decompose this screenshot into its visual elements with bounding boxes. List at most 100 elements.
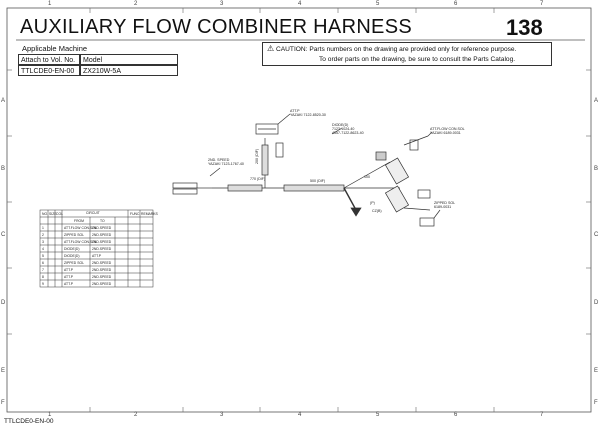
tape-section-1 [227,184,263,192]
connector-block-left-bottom [172,188,198,195]
grid-row-f-right: F [594,400,598,406]
grid-row-e: E [1,368,6,374]
grid-col-6-bottom: 6 [454,412,458,418]
svg-text:FROM: FROM [74,219,84,223]
svg-text:6: 6 [42,261,44,265]
svg-text:ATT.P: ATT.P [64,268,74,272]
callout-diode-part: 7123-1024-40 [332,127,354,131]
tape-section-2 [283,184,345,192]
connector-aux-mid [417,189,431,199]
dim-200: 200 (DIF) [255,149,259,164]
page-title: AUXILIARY FLOW COMBINER HARNESS [20,16,412,38]
grid-col-6: 6 [454,1,458,7]
callout-att-flow-part: YAZAKI 6189-0031 [430,131,461,135]
svg-text:ATT.FLOW CON.SOL: ATT.FLOW CON.SOL [64,226,97,230]
svg-text:TO: TO [100,219,105,223]
grid-col-3: 3 [220,1,224,7]
svg-text:2: 2 [42,233,44,237]
page-number: 138 [506,15,543,40]
grid-row-f: F [1,400,5,406]
grid-col-7: 7 [540,1,544,7]
svg-text:2ND.SPEED: 2ND.SPEED [92,226,112,230]
caution-line-2: To order parts on the drawing, be sure t… [319,55,516,63]
grid-row-c-right: C [594,232,599,238]
grid-col-5: 5 [376,1,380,7]
grid-row-b: B [1,166,6,172]
grid-col-4-bottom: 4 [298,412,302,418]
grid-row-e-right: E [594,368,599,374]
callout-label-p: (P) [370,201,375,205]
svg-text:COL: COL [56,212,63,216]
callout-cz: CZ(B) [372,209,382,213]
grid-col-1: 1 [48,1,52,7]
svg-text:DIODE(D): DIODE(D) [64,247,79,251]
dim-770: 770 (DIF) [250,177,265,181]
diode-block [375,151,387,161]
caution-line-1: CAUTION: Parts numbers on the drawing ar… [276,46,517,53]
connector-aux-top [409,139,419,151]
callout-2nd-speed: 2ND. SPEED [208,158,230,162]
svg-text:2ND.SPEED: 2ND.SPEED [92,282,112,286]
grid-col-2-bottom: 2 [134,412,138,418]
svg-text:9: 9 [42,282,44,286]
arrow-down-icon [350,207,362,217]
callout-2nd-speed-part: YAZAKI 7123-1767-40 [208,162,244,166]
grid-row-a-right: A [594,98,599,104]
connector-right-lower [384,185,410,213]
svg-text:ZIPPED SOL: ZIPPED SOL [64,261,84,265]
warning-triangle-icon: ⚠ [267,44,275,53]
attach-vol-label: Attach to Vol. No. [18,54,80,65]
svg-text:ZIPPED SOL: ZIPPED SOL [64,233,84,237]
svg-text:FUNC: FUNC [130,212,140,216]
connector-block-left-top [172,182,198,189]
svg-text:8: 8 [42,275,44,279]
connector-aux-bottom [419,217,435,227]
grid-col-1-bottom: 1 [48,412,52,418]
attach-vol-value: TTLCDE0-EN-00 [18,65,80,76]
svg-text:ATT.P: ATT.P [92,254,102,258]
svg-text:ATT.P: ATT.P [64,275,74,279]
svg-text:2ND.SPEED: 2ND.SPEED [92,275,112,279]
dim-100: 100 [364,175,370,179]
svg-text:ATT.FLOW CON.SOL: ATT.FLOW CON.SOL [64,240,97,244]
model-value: ZX210W-5A [80,65,178,76]
svg-text:5: 5 [42,254,44,258]
svg-text:CIRCUIT: CIRCUIT [86,211,100,215]
grid-row-c: C [1,232,6,238]
caution-notice: ⚠ CAUTION: Parts numbers on the drawing … [262,42,552,66]
svg-text:3: 3 [42,240,44,244]
grid-row-d-right: D [594,300,599,306]
callout-att-p-part: YAZAKI 7122-8520-30 [290,113,326,117]
svg-text:4: 4 [42,247,44,251]
applicable-machine-label: Applicable Machine [22,44,88,53]
circuit-table [39,209,154,288]
svg-text:SIZE: SIZE [49,212,57,216]
connector-right-upper [384,157,410,185]
svg-text:2ND.SPEED: 2ND.SPEED [92,268,112,272]
grid-col-2: 2 [134,1,138,7]
svg-text:1: 1 [42,226,44,230]
grid-row-d: D [1,300,6,306]
callout-att-flow: ATT.FLOW CON.SOL [430,127,465,131]
callout-att-p: ATT.P [290,109,300,113]
connector-top [255,123,279,135]
grid-col-4: 4 [298,1,302,7]
svg-text:DIODE(D): DIODE(D) [64,254,79,258]
svg-text:2ND.SPEED: 2ND.SPEED [92,247,112,251]
svg-text:7: 7 [42,268,44,272]
footer-doc-code: TTLCDE0-EN-00 [4,418,54,425]
callout-zipped-part: 6189-0031 [434,205,451,209]
grid-col-7-bottom: 7 [540,412,544,418]
grid-row-a: A [1,98,6,104]
svg-text:ATT.P: ATT.P [64,282,74,286]
tape-section-vertical [261,144,269,176]
relay-top [275,142,284,158]
callout-zipped: ZIPPED SOL [434,201,455,205]
grid-col-5-bottom: 5 [376,412,380,418]
grid-col-3-bottom: 3 [220,412,224,418]
callout-diode-part2: 4557-7122-8623-40 [332,131,364,135]
